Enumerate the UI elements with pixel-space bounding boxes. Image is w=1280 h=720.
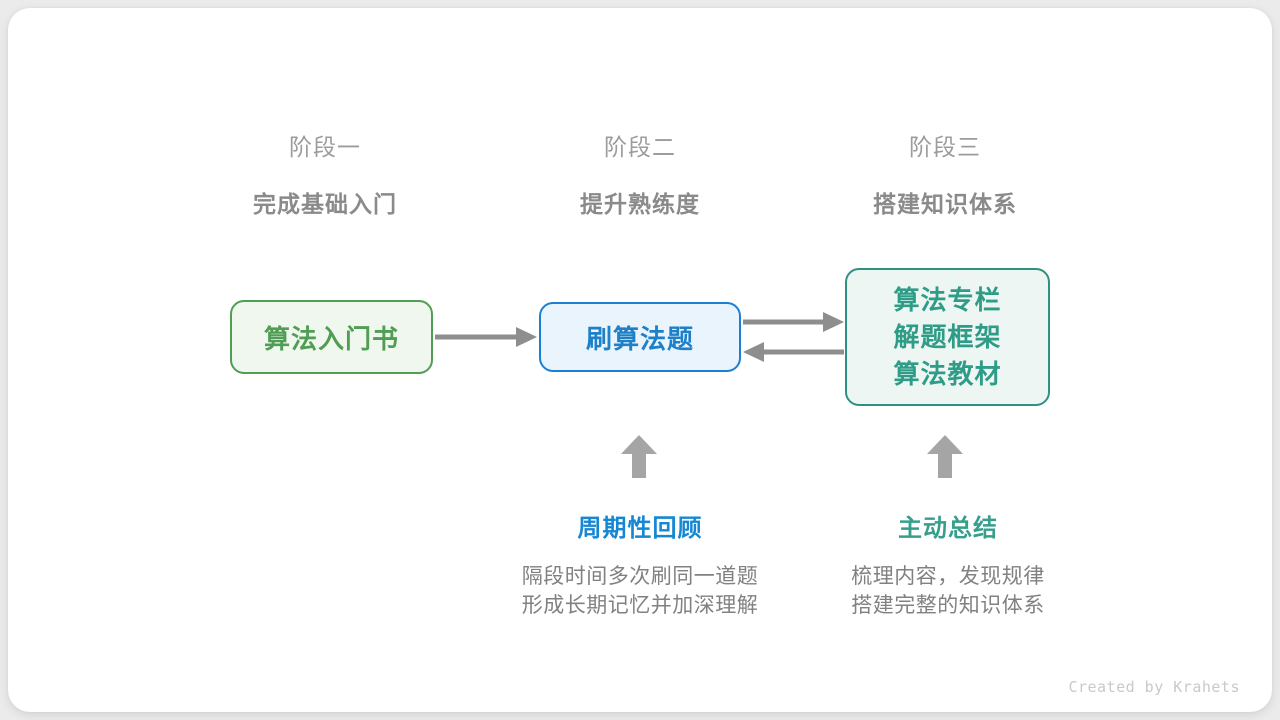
stage1-header: 阶段一 完成基础入门 bbox=[175, 128, 475, 219]
annotation-summarize: 主动总结 梳理内容，发现规律 搭建完整的知识体系 bbox=[788, 508, 1108, 620]
stage3-subtitle: 搭建知识体系 bbox=[873, 191, 1017, 217]
credit-text: Created by Krahets bbox=[1068, 678, 1240, 696]
annotation-review-line1: 隔段时间多次刷同一道题 bbox=[521, 565, 759, 588]
annotation-review: 周期性回顾 隔段时间多次刷同一道题 形成长期记忆并加深理解 bbox=[480, 508, 800, 620]
node-resources-line1: 算法专栏 bbox=[893, 284, 1002, 315]
annotation-review-line2: 形成长期记忆并加深理解 bbox=[521, 594, 759, 617]
stage1-subtitle: 完成基础入门 bbox=[253, 191, 397, 217]
stage1-label: 阶段一 bbox=[289, 134, 361, 160]
stage3-header: 阶段三 搭建知识体系 bbox=[795, 128, 1095, 219]
node-intro-book: 算法入门书 bbox=[230, 300, 433, 374]
node-resources: 算法专栏 解题框架 算法教材 bbox=[845, 268, 1050, 406]
node-practice: 刷算法题 bbox=[539, 302, 741, 372]
node-practice-label: 刷算法题 bbox=[585, 323, 694, 354]
annotation-review-title: 周期性回顾 bbox=[577, 515, 703, 542]
annotation-summarize-line1: 梳理内容，发现规律 bbox=[851, 565, 1045, 588]
node-resources-line3: 算法教材 bbox=[893, 358, 1002, 389]
annotation-summarize-line2: 搭建完整的知识体系 bbox=[851, 594, 1045, 617]
node-intro-book-label: 算法入门书 bbox=[263, 323, 399, 354]
node-resources-line2: 解题框架 bbox=[893, 321, 1002, 352]
annotation-summarize-title: 主动总结 bbox=[898, 515, 998, 542]
stage2-label: 阶段二 bbox=[604, 134, 676, 160]
stage2-header: 阶段二 提升熟练度 bbox=[490, 128, 790, 219]
stage3-label: 阶段三 bbox=[909, 134, 981, 160]
stage2-subtitle: 提升熟练度 bbox=[580, 191, 700, 217]
